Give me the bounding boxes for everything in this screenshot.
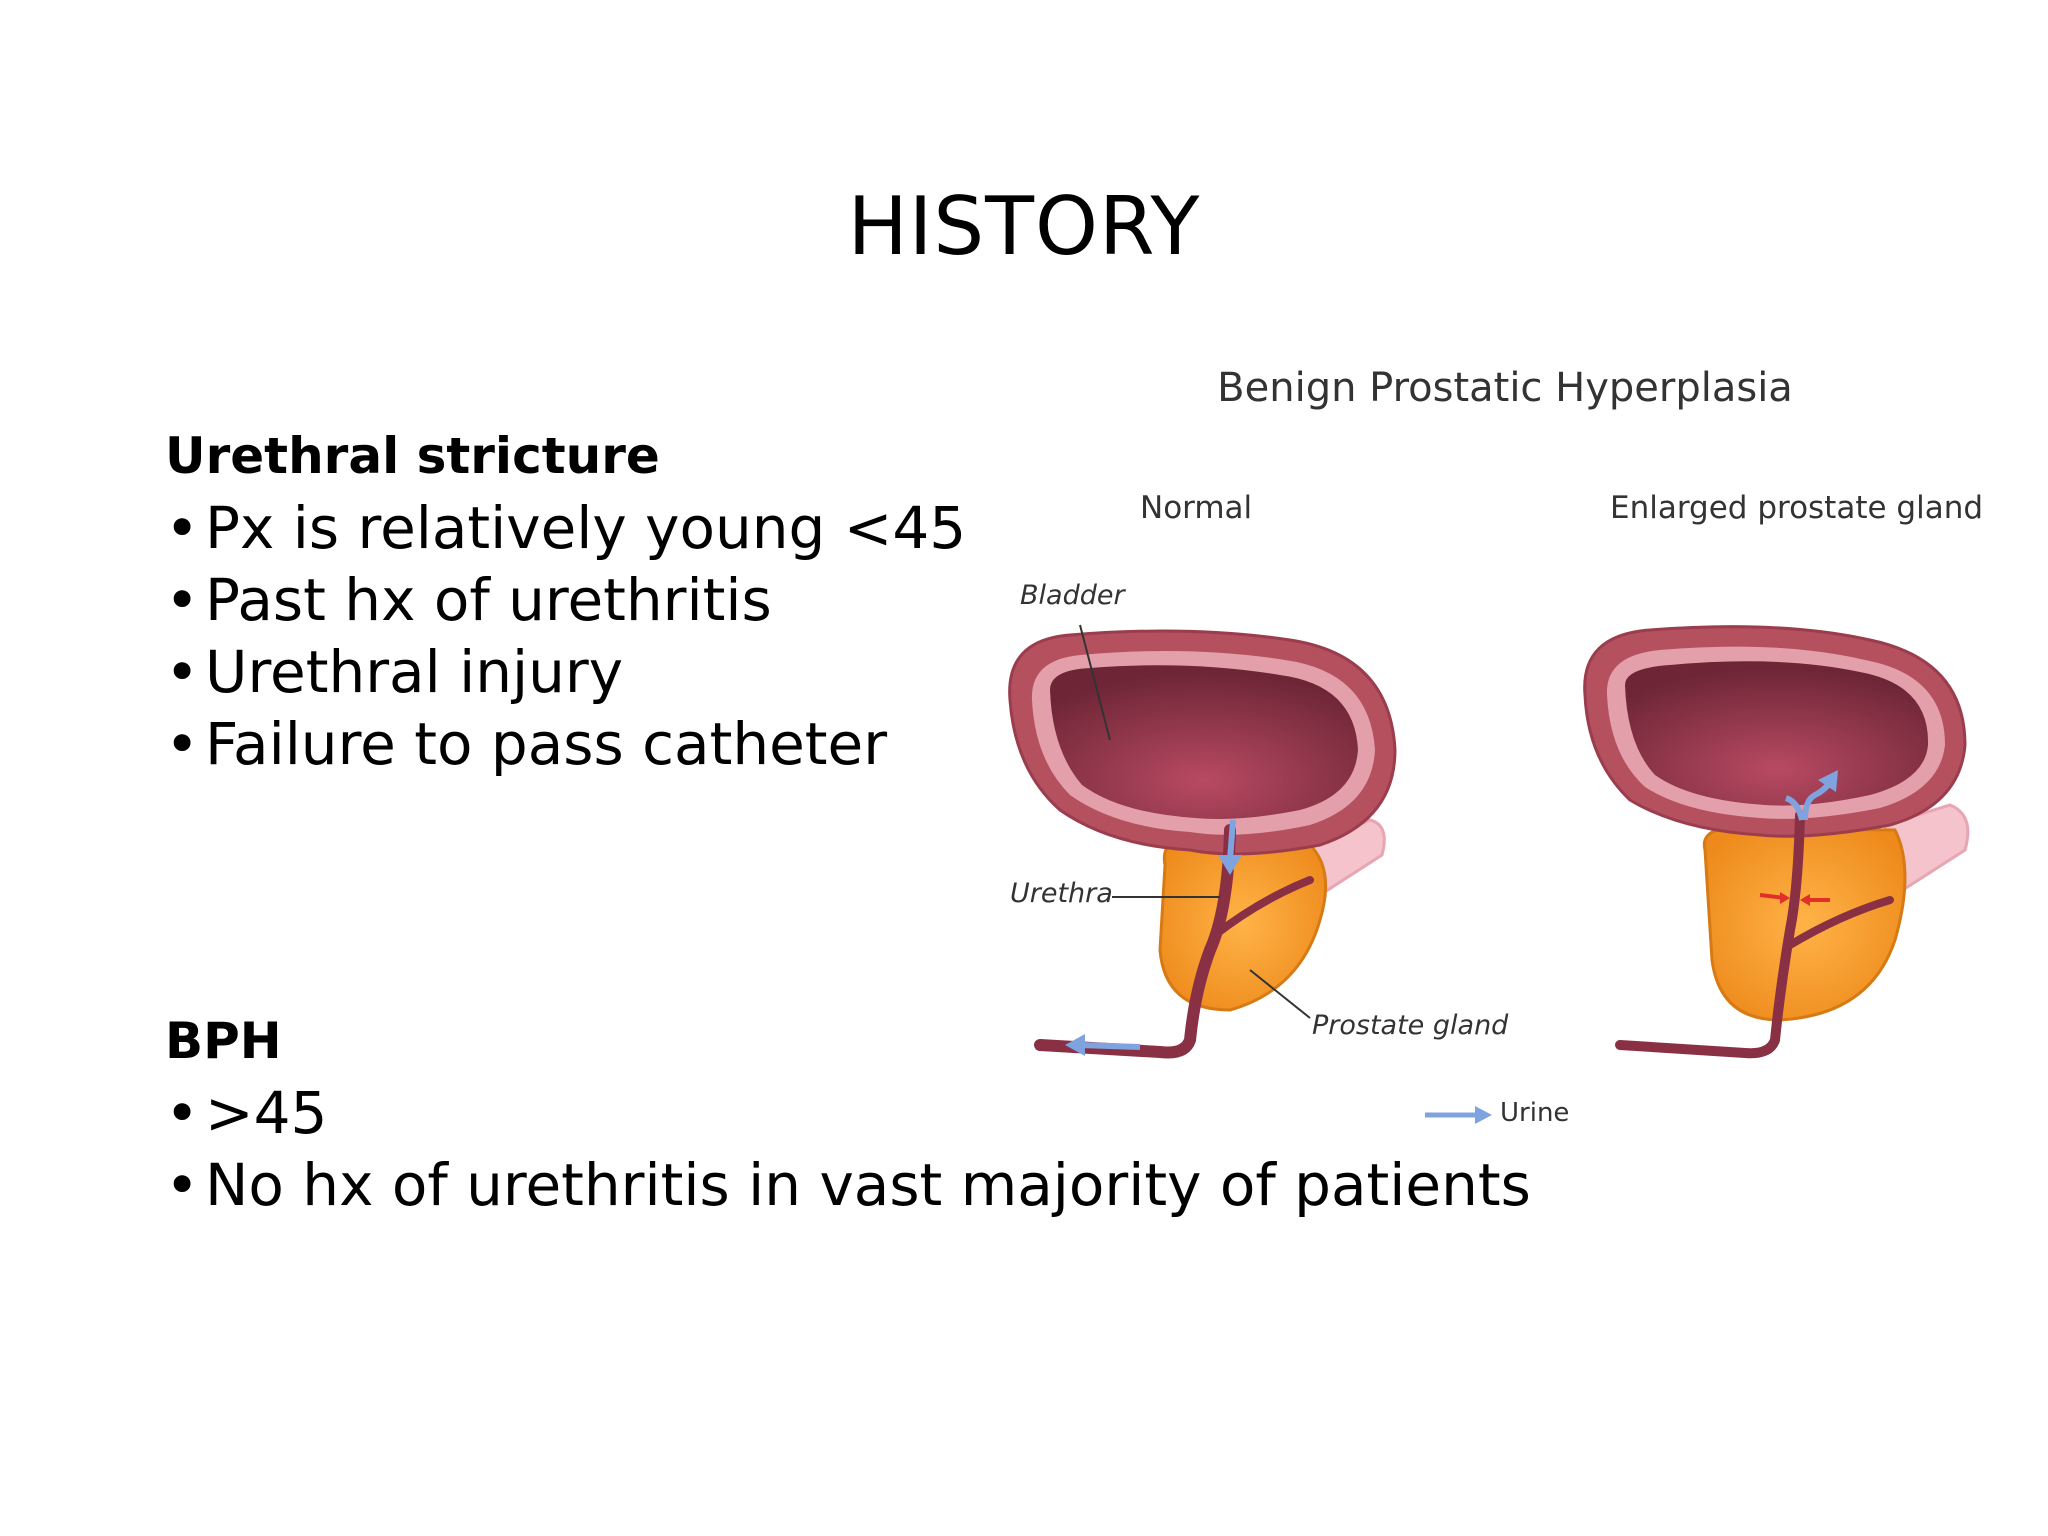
compression-arrowhead [1800,894,1810,906]
urethra-shape [1034,824,1236,1059]
section-heading: Urethral stricture [165,427,660,485]
urine-arrow [1079,1042,1141,1050]
urine-arrow [1227,819,1236,861]
bullet-item: >45 [165,1077,1531,1149]
section-bph: BPH >45 No hx of urethritis in vast majo… [165,1005,1531,1221]
normal-anatomy [1008,624,1397,1059]
bullet-list: >45 No hx of urethritis in vast majority… [165,1077,1531,1221]
prostate-shape [1158,833,1328,1012]
panel-label-normal: Normal [1140,490,1253,526]
figure-title: Benign Prostatic Hyperplasia [1217,365,1793,411]
compression-arrowhead [1780,892,1790,904]
label-urine: Urine [1500,1098,1570,1128]
bullet-item: Px is relatively young <45 [165,492,966,564]
bullet-item: Past hx of urethritis [165,564,966,636]
ejaculatory-duct-shape [1786,896,1894,949]
panel-label-enlarged: Enlarged prostate gland [1610,490,1984,526]
bladder-cavity-shape [1050,665,1358,819]
bullet-item: No hx of urethritis in vast majority of … [165,1149,1531,1221]
slide-title: HISTORY [847,180,1201,273]
urine-arrowhead [1218,855,1242,875]
bullet-item: Failure to pass catheter [165,708,966,780]
bladder-cavity-shape [1625,661,1929,806]
bph-illustration: Benign Prostatic Hyperplasia Normal Enla… [990,350,2020,1150]
prostate-leader-line [1249,969,1311,1019]
urine-arrowhead [1065,1034,1085,1056]
section-urethral-stricture: Urethral stricture Px is relatively youn… [165,420,966,780]
urethra-shape [1615,810,1805,1059]
section-heading: BPH [165,1012,282,1070]
label-urethra: Urethra [1010,878,1113,909]
urine-legend-arrowhead [1475,1106,1492,1124]
label-prostate-gland: Prostate gland [1312,1010,1509,1041]
anatomy-drawing [1008,624,1970,1124]
enlarged-anatomy [1583,625,1970,1059]
bullet-item: Urethral injury [165,636,966,708]
urine-arrowhead [1818,770,1838,792]
prostate-shape [1702,826,1907,1022]
bullet-list: Px is relatively young <45 Past hx of ur… [165,492,966,780]
urine-arrow [1802,780,1833,821]
ejaculatory-duct-shape [1211,876,1314,939]
label-bladder: Bladder [1020,580,1125,611]
urine-arrow [1784,795,1805,821]
bladder-leader-line [1079,624,1111,741]
